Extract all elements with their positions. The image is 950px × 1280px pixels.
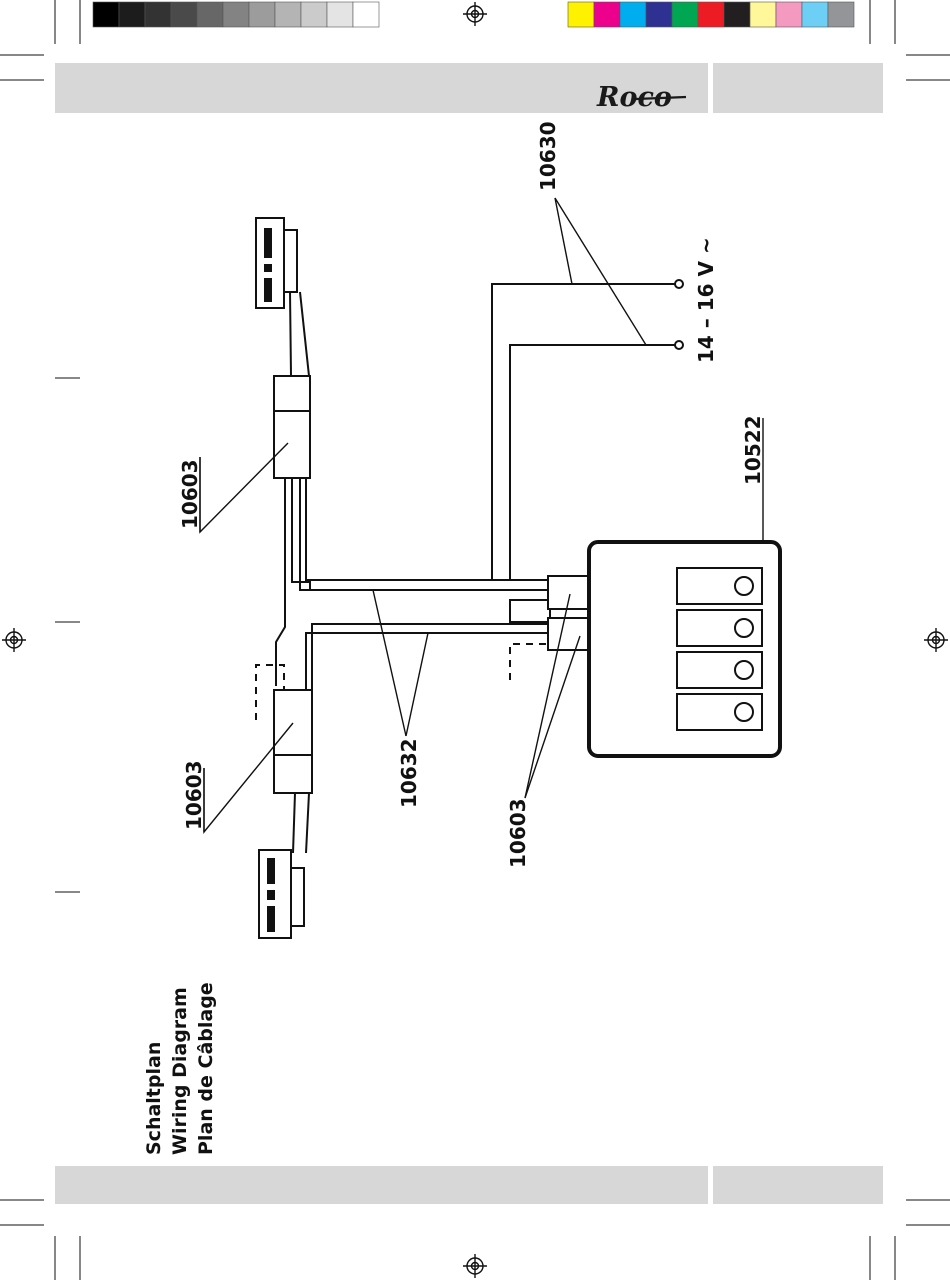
header-band-divider bbox=[708, 63, 713, 113]
panel-switch-1 bbox=[677, 568, 762, 604]
label-cable-top-10603: 10603 bbox=[178, 459, 202, 529]
color-swatch bbox=[568, 2, 594, 27]
title-french: Plan de Câblage bbox=[195, 982, 217, 1155]
plug-connector-top bbox=[274, 376, 310, 478]
color-swatch bbox=[353, 2, 379, 27]
plug-connector-bottom bbox=[274, 690, 312, 793]
registration-mark-icon bbox=[463, 1254, 487, 1278]
registration-mark-icon bbox=[463, 2, 487, 26]
panel-socket-lower bbox=[548, 618, 588, 650]
color-calibration-bar bbox=[568, 2, 854, 27]
color-swatch bbox=[594, 2, 620, 27]
color-swatch bbox=[93, 2, 119, 27]
registration-mark-icon bbox=[2, 628, 26, 652]
color-swatch bbox=[620, 2, 646, 27]
header-band bbox=[55, 63, 883, 113]
label-voltage: 14 – 16 V ~ bbox=[694, 237, 718, 363]
title-german: Schaltplan bbox=[143, 1042, 165, 1155]
turnout-motor-bottom bbox=[259, 850, 304, 938]
label-power-supply-10630: 10630 bbox=[536, 121, 560, 191]
color-swatch bbox=[223, 2, 249, 27]
power-terminals bbox=[675, 280, 683, 349]
color-swatch bbox=[171, 2, 197, 27]
color-swatch bbox=[672, 2, 698, 27]
color-swatch bbox=[119, 2, 145, 27]
label-cable-bottom-10603: 10603 bbox=[182, 760, 206, 830]
title-block: Schaltplan Wiring Diagram Plan de Câblag… bbox=[143, 982, 217, 1155]
color-swatch bbox=[828, 2, 854, 27]
registration-mark-icon bbox=[924, 628, 948, 652]
title-english: Wiring Diagram bbox=[169, 987, 191, 1155]
color-swatch bbox=[249, 2, 275, 27]
panel-switch-3 bbox=[677, 652, 762, 688]
terminal-icon bbox=[675, 341, 683, 349]
terminal-icon bbox=[675, 280, 683, 288]
color-swatch bbox=[197, 2, 223, 27]
color-swatch bbox=[646, 2, 672, 27]
label-cable-switch-10603: 10603 bbox=[506, 798, 530, 868]
color-swatch bbox=[724, 2, 750, 27]
color-swatch bbox=[275, 2, 301, 27]
color-swatch bbox=[802, 2, 828, 27]
footer-band-divider bbox=[708, 1166, 713, 1204]
color-swatch bbox=[301, 2, 327, 27]
color-swatch bbox=[145, 2, 171, 27]
panel-switch-2 bbox=[677, 610, 762, 646]
gray-calibration-bar bbox=[93, 2, 379, 27]
panel-side-plug bbox=[510, 600, 550, 622]
label-connection-wire-10632: 10632 bbox=[397, 738, 421, 808]
color-swatch bbox=[327, 2, 353, 27]
label-switch-panel-10522: 10522 bbox=[741, 415, 765, 485]
color-swatch bbox=[750, 2, 776, 27]
footer-band bbox=[55, 1166, 883, 1204]
color-swatch bbox=[776, 2, 802, 27]
panel-switch-4 bbox=[677, 694, 762, 730]
color-swatch bbox=[698, 2, 724, 27]
